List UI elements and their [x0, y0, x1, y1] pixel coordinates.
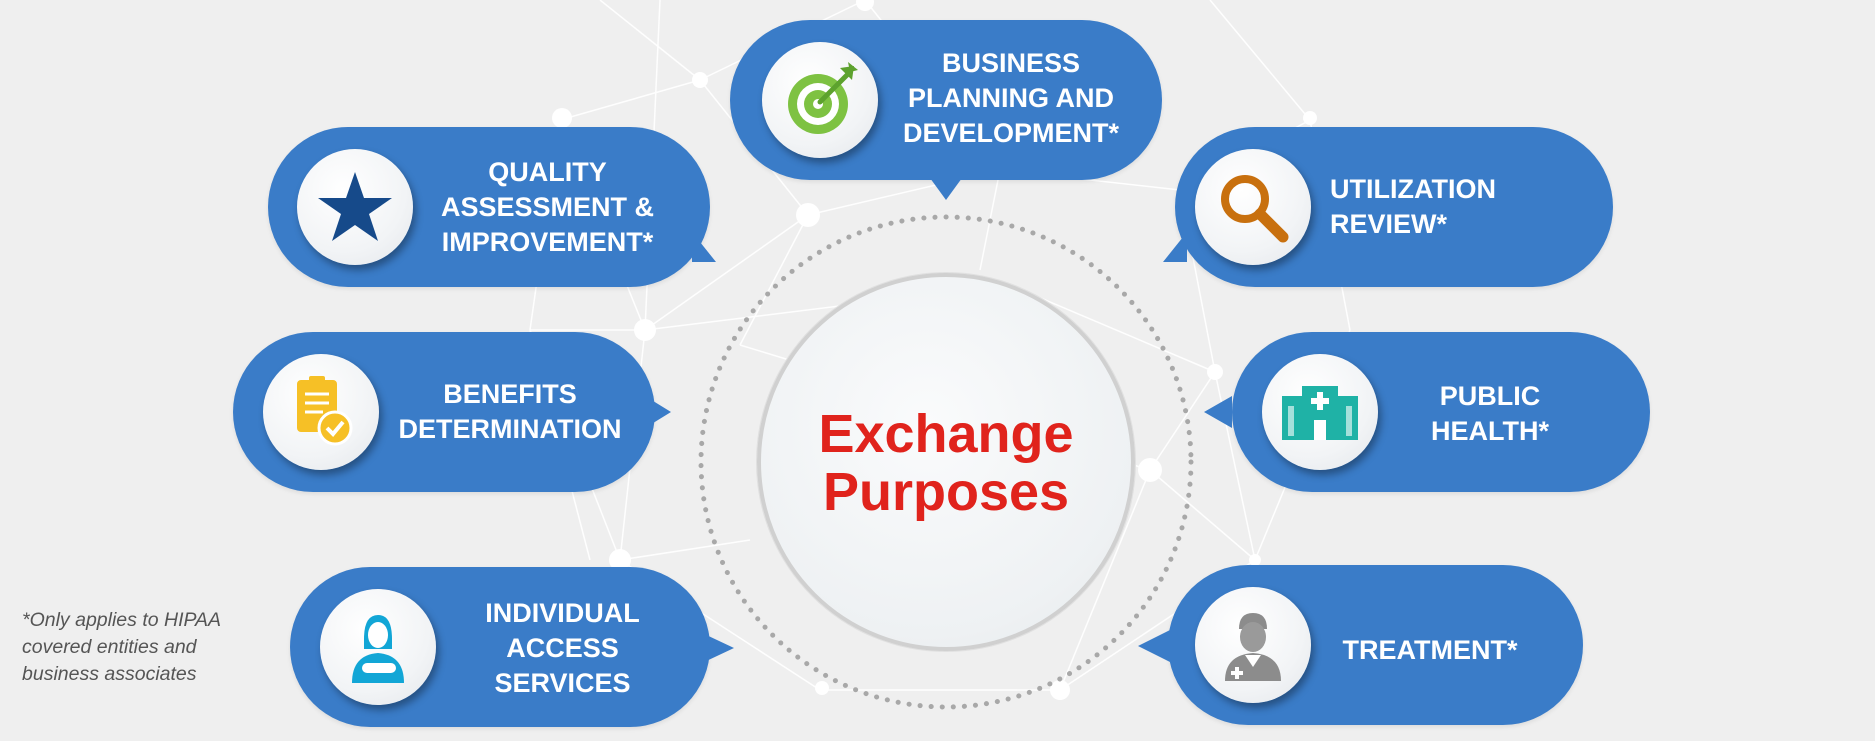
footnote-line: covered entities and — [22, 636, 197, 658]
magnifier-icon — [1195, 149, 1311, 265]
purpose-label: BUSINESS PLANNING AND DEVELOPMENT* — [880, 28, 1142, 168]
bubble-pointer — [1204, 396, 1232, 428]
label-line: DETERMINATION — [398, 414, 622, 444]
doctor-icon — [1195, 587, 1311, 703]
document-check-icon — [263, 354, 379, 470]
label-line: INDIVIDUAL — [485, 597, 640, 628]
hospital-icon — [1262, 354, 1378, 470]
label-line: TREATMENT* — [1342, 634, 1518, 665]
bubble-pointer — [692, 232, 716, 262]
star-icon — [297, 149, 413, 265]
label-line: REVIEW* — [1330, 209, 1448, 239]
footnote: *Only applies to HIPAA covered entities … — [22, 607, 252, 688]
bubble-pointer — [645, 396, 671, 428]
footnote-line: *Only applies to HIPAA — [22, 609, 222, 631]
purpose-label: UTILIZATION REVIEW* — [1330, 157, 1580, 257]
label-line: UTILIZATION — [1330, 174, 1496, 204]
purpose-label: BENEFITS DETERMINATION — [390, 362, 630, 462]
label-line: BUSINESS — [941, 47, 1081, 78]
bubble-pointer — [1138, 630, 1170, 662]
center-title: Exchange Purposes — [757, 405, 1135, 521]
center-title-line: Purposes — [822, 462, 1070, 522]
patient-icon — [320, 589, 436, 705]
purpose-label: QUALITY ASSESSMENT & IMPROVEMENT* — [420, 137, 675, 277]
label-line: ACCESS — [506, 632, 619, 663]
label-line: SERVICES — [494, 667, 631, 698]
purpose-label: INDIVIDUAL ACCESS SERVICES — [440, 578, 685, 718]
purpose-label: TREATMENT* — [1330, 620, 1530, 680]
label-line: PUBLIC — [1439, 381, 1541, 411]
center-disc — [757, 273, 1135, 651]
center-title-line: Exchange — [818, 404, 1074, 464]
label-line: ASSESSMENT & — [440, 191, 655, 222]
label-line: DEVELOPMENT* — [902, 117, 1120, 148]
purpose-label: PUBLIC HEALTH* — [1390, 364, 1590, 464]
footnote-line: business associates — [22, 663, 197, 685]
label-line: BENEFITS — [443, 379, 577, 409]
label-line: HEALTH* — [1431, 416, 1549, 446]
label-line: PLANNING AND — [908, 82, 1114, 113]
bubble-pointer — [700, 632, 734, 664]
label-line: IMPROVEMENT* — [441, 226, 654, 257]
target-icon — [762, 42, 878, 158]
bubble-pointer — [930, 178, 962, 200]
bubble-pointer — [1163, 232, 1187, 262]
label-line: QUALITY — [488, 156, 607, 187]
